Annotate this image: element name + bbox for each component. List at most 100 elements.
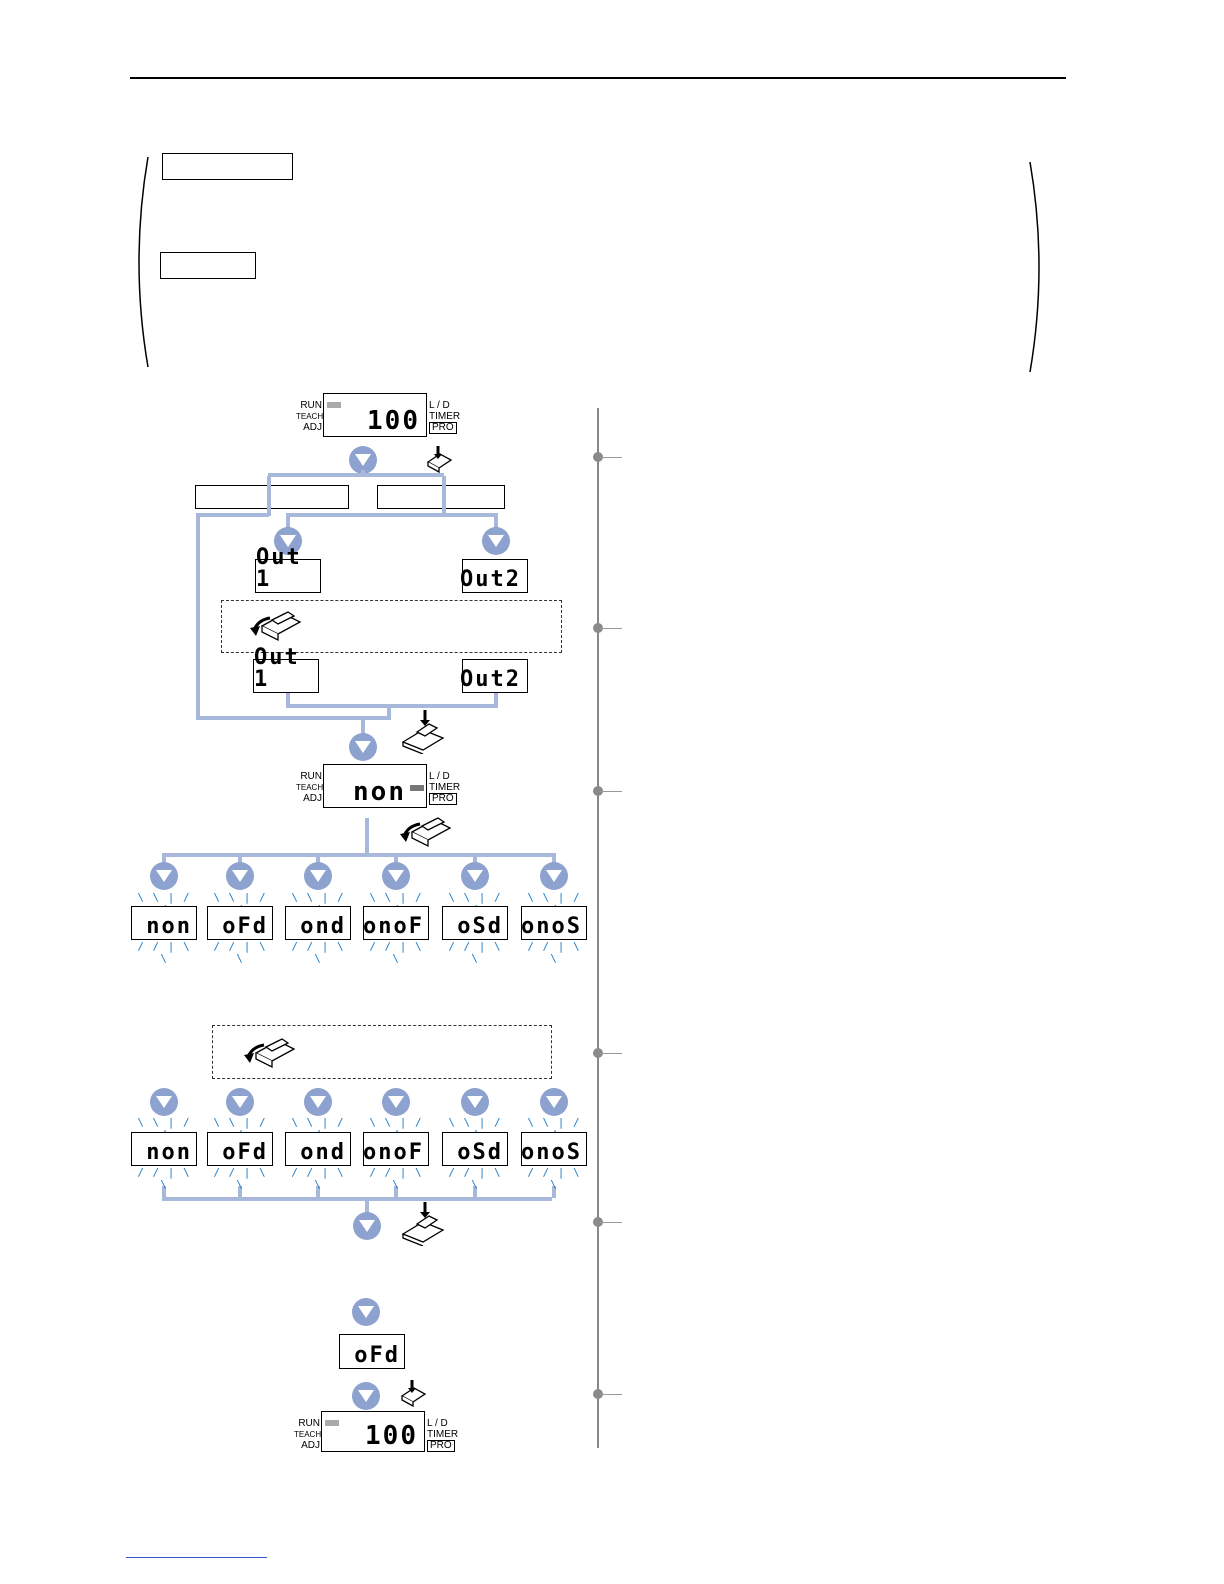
down-arrow-icon <box>352 1298 380 1326</box>
mode-option-onoF: onoF <box>363 1132 429 1166</box>
flow-line <box>552 1186 556 1198</box>
dashed-note-box-1 <box>221 600 562 653</box>
down-arrow-icon <box>382 862 410 890</box>
out1-display-alt: Out 1 <box>253 647 319 693</box>
flow-line <box>473 853 477 865</box>
blink-rays-icon: / / | \ \ <box>527 940 581 965</box>
step-dot-5 <box>593 1217 603 1227</box>
blink-rays-icon: / / | \ \ <box>213 940 267 965</box>
step-tick-5 <box>600 1222 622 1223</box>
down-arrow-icon <box>304 1088 332 1116</box>
down-arrow-icon <box>349 733 377 761</box>
down-arrow-icon <box>540 1088 568 1116</box>
flow-line <box>494 693 498 707</box>
down-arrow-icon <box>226 1088 254 1116</box>
mode-option-ond: ond <box>285 1132 351 1166</box>
flow-line <box>286 704 498 708</box>
blink-rays-icon: / / | \ \ <box>527 1166 581 1191</box>
blink-rays-icon: \ \ | / / <box>369 891 423 916</box>
down-arrow-icon <box>304 862 332 890</box>
flow-line <box>552 853 556 865</box>
display-indicator <box>325 1420 339 1426</box>
blank-label-box-1 <box>162 153 293 180</box>
blink-rays-icon: / / | \ \ <box>448 940 502 965</box>
out1-display: Out 1 <box>255 547 321 593</box>
down-arrow-icon <box>352 1382 380 1410</box>
mode-option-ond: ond <box>285 906 351 940</box>
blink-rays-icon: / / | \ \ <box>213 1166 267 1191</box>
mode-option-oSd: oSd <box>442 906 508 940</box>
flow-line <box>394 853 398 865</box>
flow-line <box>196 716 391 720</box>
blink-rays-icon: / / | \ \ <box>137 940 191 965</box>
mode-option-onoS: onoS <box>521 906 587 940</box>
press-button-icon <box>401 1202 445 1246</box>
blink-rays-icon: \ \ | / / <box>448 891 502 916</box>
blink-rays-icon: / / | \ \ <box>369 940 423 965</box>
out2-display: Out2 <box>460 559 528 593</box>
flow-line <box>162 1197 552 1201</box>
branch-label-box-left <box>195 485 349 509</box>
left-bracket <box>138 156 149 368</box>
flow-line <box>238 853 242 865</box>
flow-line <box>238 1186 242 1198</box>
down-arrow-icon <box>349 446 377 474</box>
down-arrow-icon <box>540 862 568 890</box>
down-arrow-icon <box>226 862 254 890</box>
down-arrow-icon <box>150 1088 178 1116</box>
step-dot-4 <box>593 1048 603 1058</box>
display-indicator <box>327 402 341 408</box>
run-display: 100 <box>323 393 427 437</box>
mode-option-oFd: oFd <box>207 906 273 940</box>
blink-rays-icon: \ \ | / / <box>291 891 345 916</box>
press-button-icon <box>400 1380 427 1408</box>
down-arrow-icon <box>150 862 178 890</box>
step-tick-6 <box>600 1394 622 1395</box>
step-tick-2 <box>600 628 622 629</box>
blink-rays-icon: \ \ | / / <box>137 1116 191 1141</box>
top-rule <box>130 77 1066 79</box>
slide-switch-icon <box>250 611 302 642</box>
down-arrow-icon <box>382 1088 410 1116</box>
down-arrow-icon <box>461 1088 489 1116</box>
footer-link-rule <box>126 1557 267 1558</box>
final-mode-display: oFd <box>339 1334 405 1369</box>
slide-switch-icon <box>244 1038 296 1069</box>
mode-display: non <box>323 764 427 808</box>
step-tick-3 <box>600 791 622 792</box>
right-bracket <box>1029 161 1040 373</box>
mode-option-onoF: onoF <box>363 906 429 940</box>
flow-line <box>387 704 391 718</box>
blink-rays-icon: \ \ | / / <box>527 891 581 916</box>
blink-rays-icon: / / | \ \ <box>291 940 345 965</box>
display-indicator <box>410 785 424 791</box>
mode-option-oSd: oSd <box>442 1132 508 1166</box>
flow-line <box>442 476 446 516</box>
step-dot-1 <box>593 452 603 462</box>
step-dot-2 <box>593 623 603 633</box>
blink-rays-icon: \ \ | / / <box>369 1116 423 1141</box>
blink-rays-icon: / / | \ \ <box>291 1166 345 1191</box>
mode-current: non <box>353 777 406 807</box>
flow-line <box>268 473 444 477</box>
blink-rays-icon: \ \ | / / <box>527 1116 581 1141</box>
mode-option-non: non <box>131 906 197 940</box>
blink-rays-icon: / / | \ \ <box>448 1166 502 1191</box>
flow-line <box>196 513 269 517</box>
press-button-icon <box>426 446 453 474</box>
flow-line <box>162 853 166 865</box>
step-dot-3 <box>593 786 603 796</box>
flow-line <box>286 513 290 529</box>
out2-display-alt: Out2 <box>460 659 528 693</box>
blink-rays-icon: \ \ | / / <box>291 1116 345 1141</box>
mode-option-non: non <box>131 1132 197 1166</box>
flow-line <box>361 470 365 476</box>
run-value: 100 <box>367 406 420 436</box>
flow-line <box>162 1186 166 1198</box>
flow-line <box>162 853 552 857</box>
